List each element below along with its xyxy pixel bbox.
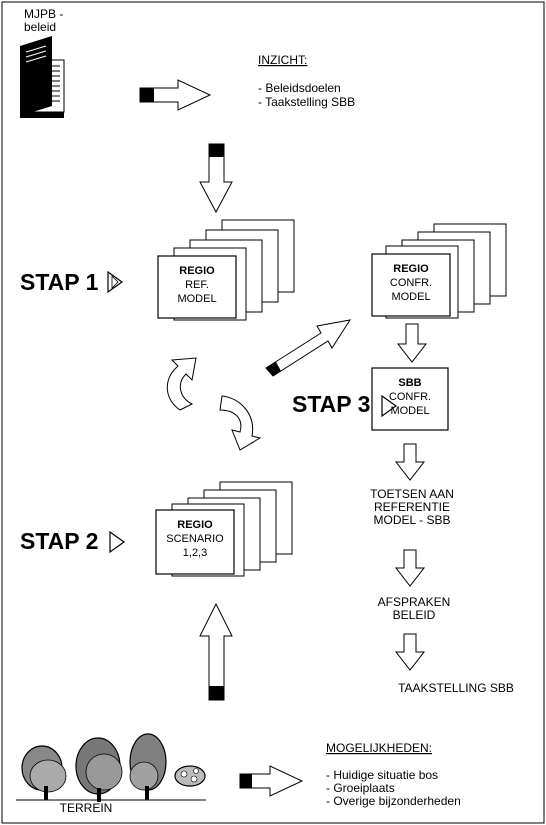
toetsen-line3: MODEL - SBB <box>374 513 451 527</box>
toetsen-line2: REFERENTIE <box>374 500 450 514</box>
box-sbb-confr-model <box>371 367 449 431</box>
mjpb-label-line2: beleid <box>24 20 56 34</box>
mogelijkheden-item-2: - Groeiplaats <box>326 781 395 795</box>
scenario-line2: SCENARIO <box>166 533 224 545</box>
confr-model-line1: REGIO <box>393 263 429 275</box>
stap-3-pointer <box>381 394 398 418</box>
ref-model-line3: MODEL <box>177 293 216 305</box>
curved-arrow-down-icon <box>219 395 262 451</box>
arrow-down-to-afspraken <box>394 549 426 587</box>
arrow-up-to-scenario <box>199 602 233 701</box>
sbb-model-line1: SBB <box>398 377 421 389</box>
stap-1-pointer <box>107 270 124 294</box>
document-icon <box>20 36 65 118</box>
arrow-right-to-inzicht <box>139 79 212 111</box>
ref-model-line2: REF. <box>185 279 209 291</box>
box-stack-scenario <box>155 481 293 577</box>
mjpb-label-line1: MJPB - <box>24 7 63 21</box>
stap-2-label: STAP 2 <box>20 528 98 554</box>
afspraken-line1: AFSPRAKEN <box>378 595 451 609</box>
confr-model-line2: CONFR. <box>390 277 432 289</box>
confr-model-line3: MODEL <box>391 291 430 303</box>
sbb-model-line2: CONFR. <box>389 391 431 403</box>
toetsen-line1: TOETSEN AAN <box>370 487 454 501</box>
stap-3-label: STAP 3 <box>292 391 370 417</box>
scenario-line1: REGIO <box>177 519 213 531</box>
arrow-down-to-sbb-model <box>396 323 428 363</box>
scenario-line3: 1,2,3 <box>183 547 207 559</box>
inzicht-item-1: - Beleidsdoelen <box>258 81 341 95</box>
mogelijkheden-item-3: - Overige bijzonderheden <box>326 794 461 808</box>
taakstelling-label: TAAKSTELLING SBB <box>398 681 514 695</box>
box-stack-confr-model <box>371 223 507 319</box>
mogelijkheden-heading: MOGELIJKHEDEN: <box>326 741 432 755</box>
inzicht-item-2: - Taakstelling SBB <box>258 95 355 109</box>
arrow-down-to-taakstelling <box>394 633 426 671</box>
arrow-right-to-mogelijkheden <box>239 765 304 797</box>
arrow-diagonal-to-confr-model <box>265 319 352 377</box>
mogelijkheden-item-1: - Huidige situatie bos <box>326 768 438 782</box>
inzicht-heading: INZICHT: <box>258 53 307 67</box>
ref-model-line1: REGIO <box>179 265 215 277</box>
terrein-label: TERREIN <box>60 801 113 815</box>
afspraken-line2: BELEID <box>393 608 436 622</box>
trees-icon <box>16 733 206 802</box>
arrow-down-to-toetsen <box>394 443 426 481</box>
stap-1-label: STAP 1 <box>20 269 99 295</box>
box-stack-ref-model <box>157 219 295 321</box>
sbb-model-line3: MODEL <box>390 405 429 417</box>
stap-2-pointer <box>109 530 126 554</box>
curved-arrow-up-icon <box>166 357 197 411</box>
arrow-down-to-ref-model <box>199 143 233 214</box>
